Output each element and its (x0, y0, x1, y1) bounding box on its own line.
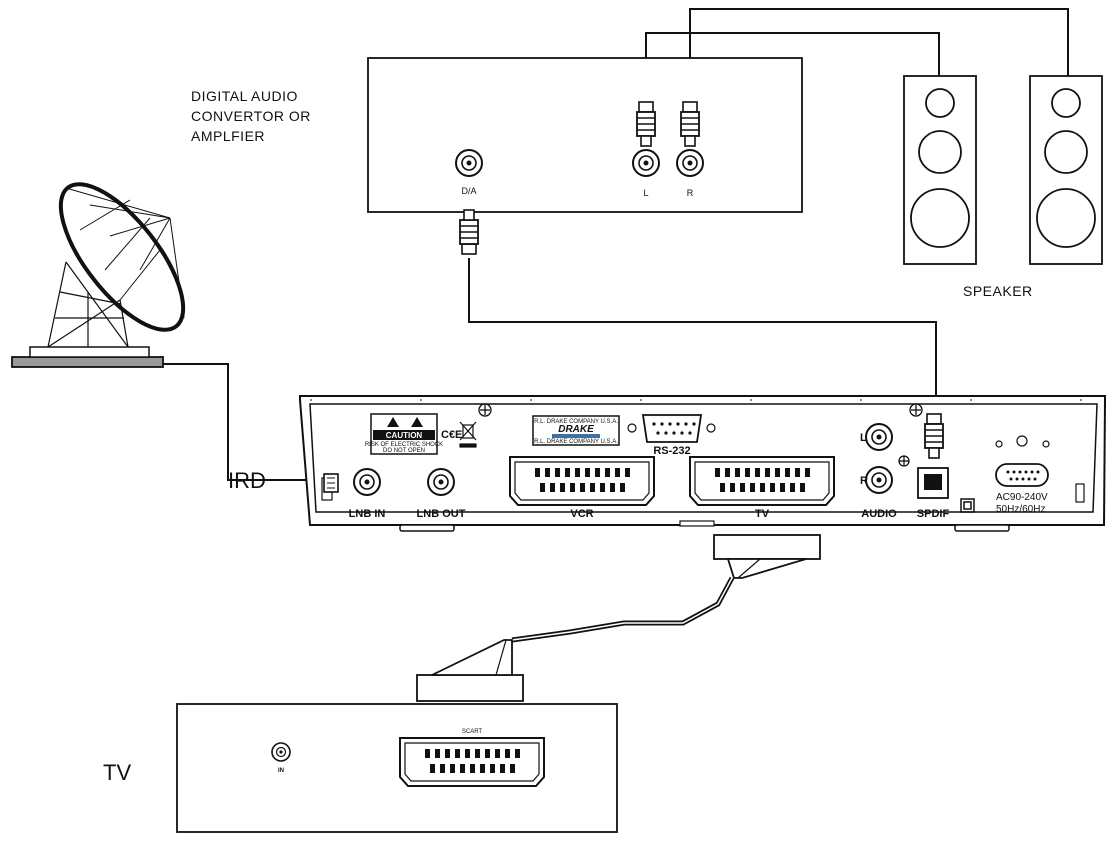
rs232-port: RS-232 (627, 414, 716, 457)
amplifier-box (367, 57, 803, 213)
ird-label: IRD (228, 468, 266, 493)
svg-text:LNB IN: LNB IN (349, 508, 386, 520)
tv-in-port: IN (271, 742, 291, 774)
svg-text:L: L (643, 188, 648, 198)
lnb-in-port: LNB IN (349, 468, 386, 520)
svg-text:R: R (860, 475, 868, 487)
satellite-dish (11, 182, 186, 368)
amplifier-port-l: L (632, 149, 660, 198)
weee-icon (459, 421, 477, 448)
amplifier-port-da: D/A (455, 149, 483, 196)
vcr-scart-port: VCR (509, 456, 655, 520)
svg-text:RS-232: RS-232 (653, 445, 690, 457)
svg-text:AMPLFIER: AMPLFIER (191, 128, 265, 144)
scart-plug-top (713, 534, 821, 579)
svg-text:DRAKE: DRAKE (558, 424, 594, 435)
digital-audio-cable (468, 258, 937, 410)
svg-text:IN: IN (278, 768, 284, 774)
svg-text:AC90-240V: AC90-240V (996, 492, 1048, 503)
ce-mark: C€E (441, 429, 462, 441)
tv-label: TV (103, 760, 131, 785)
tv-scart-input: SCART (399, 729, 545, 787)
plug-da (459, 209, 479, 255)
svg-text:D/A: D/A (461, 186, 476, 196)
svg-text:50Hz/60Hz: 50Hz/60Hz (996, 504, 1045, 515)
svg-text:R.L. DRAKE COMPANY U.S.A.: R.L. DRAKE COMPANY U.S.A. (534, 439, 618, 445)
svg-text:SPDIF: SPDIF (917, 508, 950, 520)
amplifier-port-r: R (676, 149, 704, 198)
scart-cable (511, 576, 735, 643)
svg-text:LNB OUT: LNB OUT (417, 508, 466, 520)
svg-text:DIGITAL AUDIO: DIGITAL AUDIO (191, 88, 298, 104)
amplifier-label: DIGITAL AUDIO CONVERTOR OR AMPLFIER (191, 88, 311, 144)
svg-text:AUDIO: AUDIO (861, 508, 897, 520)
audio-ports: L R AUDIO (860, 423, 897, 520)
svg-text:VCR: VCR (570, 508, 593, 520)
svg-text:SCART: SCART (462, 729, 483, 735)
svg-text:L: L (860, 432, 867, 444)
svg-text:R: R (687, 188, 694, 198)
tv-box (176, 703, 618, 833)
speaker-cable-right (689, 8, 1069, 88)
caution-label: CAUTION RISK OF ELECTRIC SHOCK DO NOT OP… (365, 413, 443, 455)
tv-scart-port: TV (689, 456, 835, 520)
speaker-left (903, 75, 977, 265)
svg-text:TV: TV (755, 508, 770, 520)
svg-text:CAUTION: CAUTION (386, 431, 423, 440)
lnb-in-connector (323, 473, 339, 493)
svg-text:R.L. DRAKE COMPANY U.S.A.: R.L. DRAKE COMPANY U.S.A. (534, 419, 618, 425)
svg-text:DO NOT OPEN: DO NOT OPEN (383, 448, 425, 454)
speaker-label: SPEAKER (963, 283, 1033, 299)
spdif-port: SPDIF (917, 467, 950, 520)
lnb-cable (163, 363, 330, 481)
cables (163, 8, 1069, 643)
scart-plug-bottom (416, 639, 524, 702)
brand-label: R.L. DRAKE COMPANY U.S.A. DRAKE R.L. DRA… (532, 415, 620, 446)
power-section: AC90-240V 50Hz/60Hz (960, 435, 1050, 515)
speaker-right (1029, 75, 1103, 265)
svg-text:CONVERTOR OR: CONVERTOR OR (191, 108, 311, 124)
lnb-out-port: LNB OUT (417, 468, 466, 520)
svg-text:RISK OF ELECTRIC SHOCK: RISK OF ELECTRIC SHOCK (365, 442, 443, 448)
